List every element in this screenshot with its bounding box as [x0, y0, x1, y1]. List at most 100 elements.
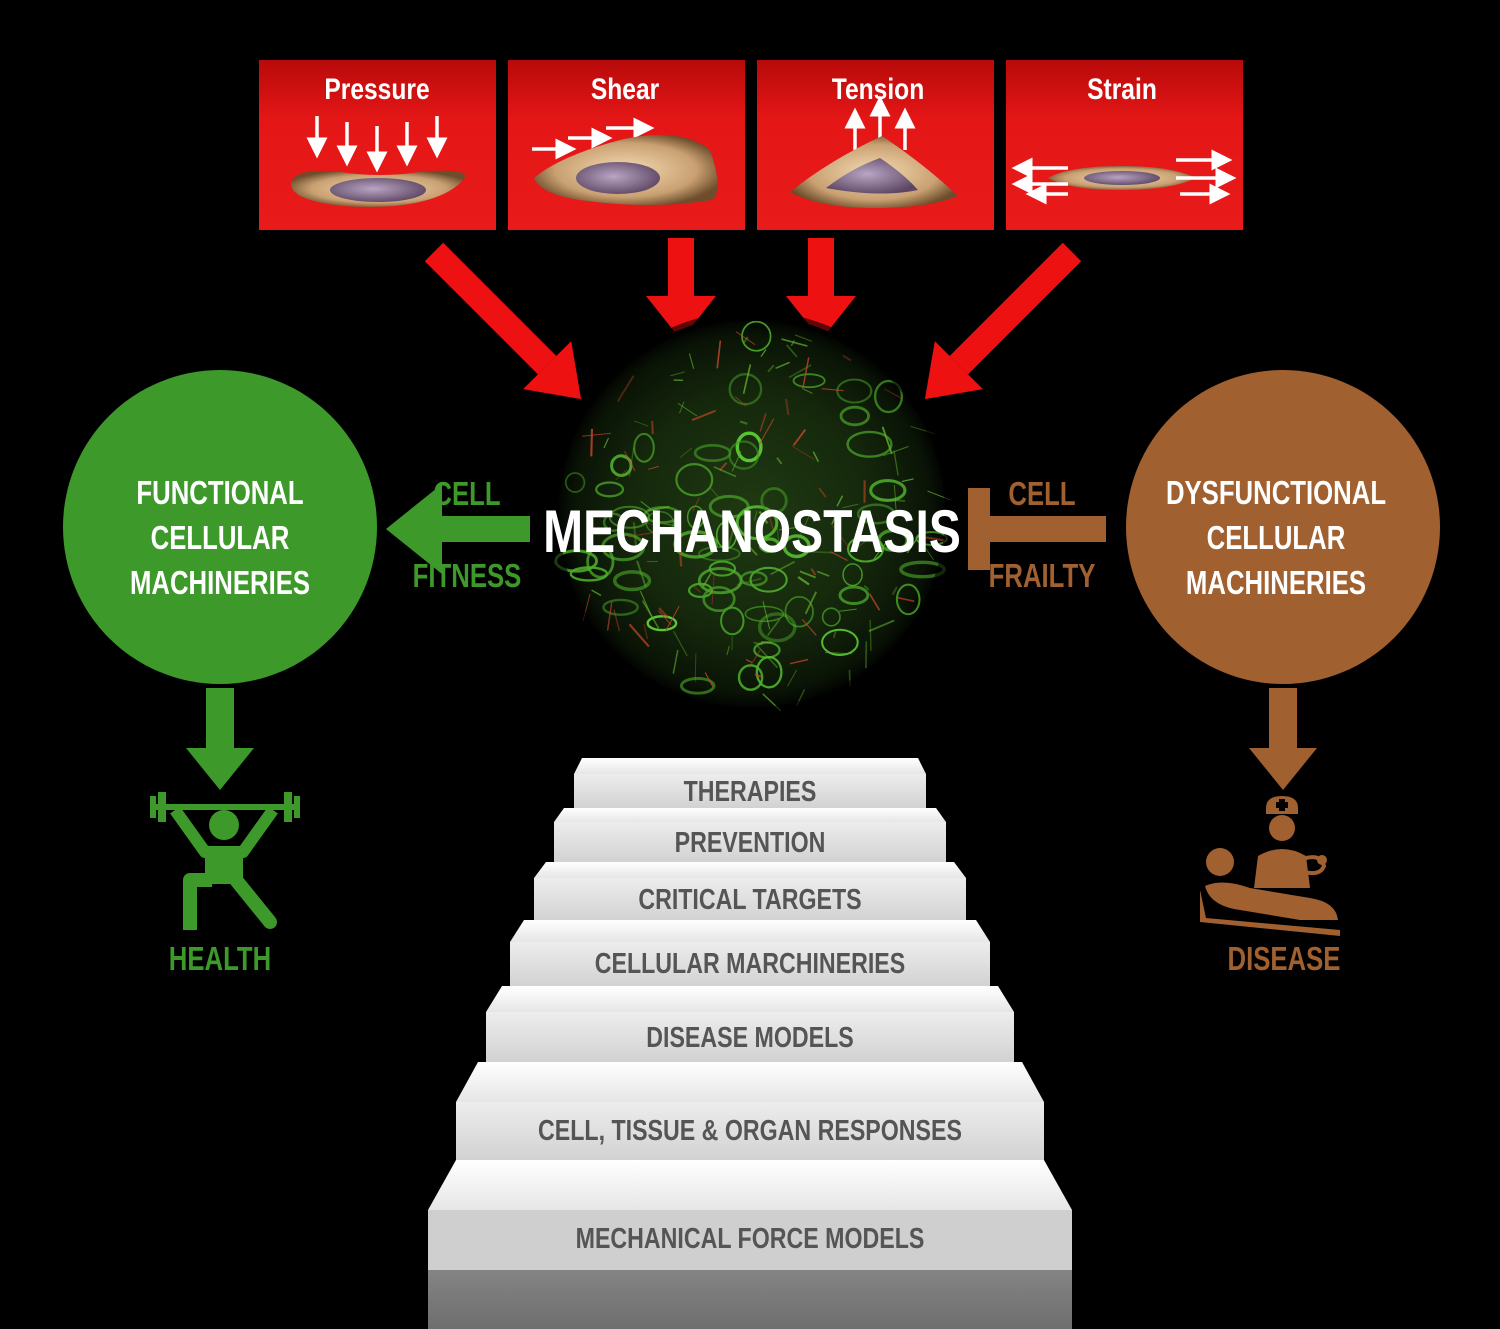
texture-cell [687, 582, 713, 599]
arrow-shear-to-center [646, 238, 716, 340]
texture-cell [612, 570, 652, 592]
texture-fiber [636, 560, 647, 587]
step-label-3: CRITICAL TARGETS [638, 882, 861, 915]
texture-fiber [691, 409, 716, 421]
texture-fiber [876, 498, 906, 502]
texture-fiber [628, 532, 654, 538]
texture-fiber [801, 619, 817, 636]
texture-fiber [808, 550, 834, 554]
texture-fiber [830, 522, 851, 549]
step-label-6: CELL, TISSUE & ORGAN RESPONSES [538, 1113, 962, 1146]
texture-cell [895, 583, 921, 616]
texture-fiber [770, 561, 795, 576]
texture-fiber [644, 521, 668, 530]
texture-fiber [616, 375, 635, 402]
texture-cell [821, 607, 841, 627]
texture-fiber [628, 447, 635, 477]
step-6: CELL, TISSUE & ORGAN RESPONSES [456, 1062, 1044, 1160]
texture-fiber [842, 503, 859, 509]
mechanostasis-label: MECHANOSTASIS [543, 498, 961, 565]
texture-fiber [731, 451, 742, 472]
texture-fiber [776, 457, 783, 465]
force-box-strain: Strain [1006, 60, 1243, 230]
texture-cell [608, 505, 651, 529]
texture-cell [698, 545, 741, 562]
texture-fiber [670, 371, 685, 377]
force-box-tension: Tension [757, 60, 994, 230]
texture-fiber [918, 538, 935, 561]
texture-cell [708, 494, 750, 519]
texture-cell [602, 512, 625, 532]
texture-cell [846, 430, 893, 458]
texture-cell [856, 503, 896, 525]
texture-fiber [816, 570, 830, 577]
weightlifter-icon [150, 792, 300, 930]
texture-cell [839, 405, 871, 427]
texture-fiber [842, 354, 852, 362]
texture-cell [702, 585, 736, 613]
texture-cell [646, 615, 678, 632]
texture-cell [679, 676, 716, 695]
texture-fiber [710, 488, 719, 497]
texture-fiber [830, 551, 848, 562]
force-label-tension: Tension [832, 72, 924, 106]
texture-cell [842, 563, 863, 587]
functional-line-1: FUNCTIONAL [136, 475, 303, 512]
texture-fiber [804, 591, 818, 615]
cell-fitness-arrow: CELL FITNESS [386, 476, 530, 595]
texture-fiber [801, 387, 813, 394]
texture-cell [877, 528, 909, 552]
texture-fiber [726, 645, 730, 656]
texture-fiber [623, 450, 636, 472]
texture-fiber [664, 605, 680, 632]
mechanostasis-sphere: MECHANOSTASIS [543, 311, 961, 717]
texture-fiber [766, 618, 781, 637]
disease-label: DISEASE [1228, 941, 1341, 978]
texture-fiber [760, 349, 767, 357]
texture-fiber [742, 364, 752, 394]
texture-fiber [781, 338, 808, 347]
texture-fiber [868, 593, 881, 611]
texture-fiber [757, 645, 779, 669]
texture-cell [602, 598, 639, 616]
cell-microscopy-texture [554, 320, 951, 712]
texture-fiber [581, 432, 612, 437]
texture-fiber [702, 573, 712, 588]
step-label-4: CELLULAR MARCHINERIES [595, 946, 905, 979]
texture-fiber [734, 396, 747, 407]
texture-fiber [901, 478, 914, 483]
texture-fiber [672, 630, 688, 657]
texture-fiber [606, 601, 613, 631]
texture-cell [715, 520, 738, 550]
dysfunctional-line-1: DYSFUNCTIONAL [1166, 475, 1386, 512]
texture-fiber [824, 651, 852, 655]
texture-cell [728, 373, 763, 406]
texture-fiber [648, 465, 660, 470]
texture-fiber [906, 533, 921, 554]
tension-cell-icon [790, 95, 958, 208]
texture-fiber [711, 573, 715, 605]
research-staircase: MECHANICAL FORCE MODELS CELL, TISSUE & O… [428, 758, 1072, 1329]
texture-fiber [797, 576, 810, 586]
step-5: DISEASE MODELS [486, 986, 1014, 1062]
texture-fiber [735, 331, 756, 346]
force-arrows [424, 238, 1082, 400]
texture-cell [782, 534, 811, 559]
texture-cell [836, 378, 873, 404]
texture-cell [601, 532, 646, 562]
cell-fitness-top: CELL [433, 476, 500, 513]
texture-fiber [737, 577, 762, 586]
step-1: THERAPIES [574, 758, 926, 808]
texture-fiber [619, 455, 632, 462]
texture-fiber [658, 607, 669, 619]
texture-cell [586, 545, 615, 579]
health-label: HEALTH [169, 941, 271, 978]
texture-cell [735, 431, 763, 463]
texture-fiber [679, 447, 693, 458]
texture-fiber [640, 500, 651, 510]
texture-cell [792, 373, 826, 389]
functional-line-2: CELLULAR [151, 520, 290, 557]
texture-fiber [736, 533, 758, 556]
texture-fiber [821, 388, 844, 392]
